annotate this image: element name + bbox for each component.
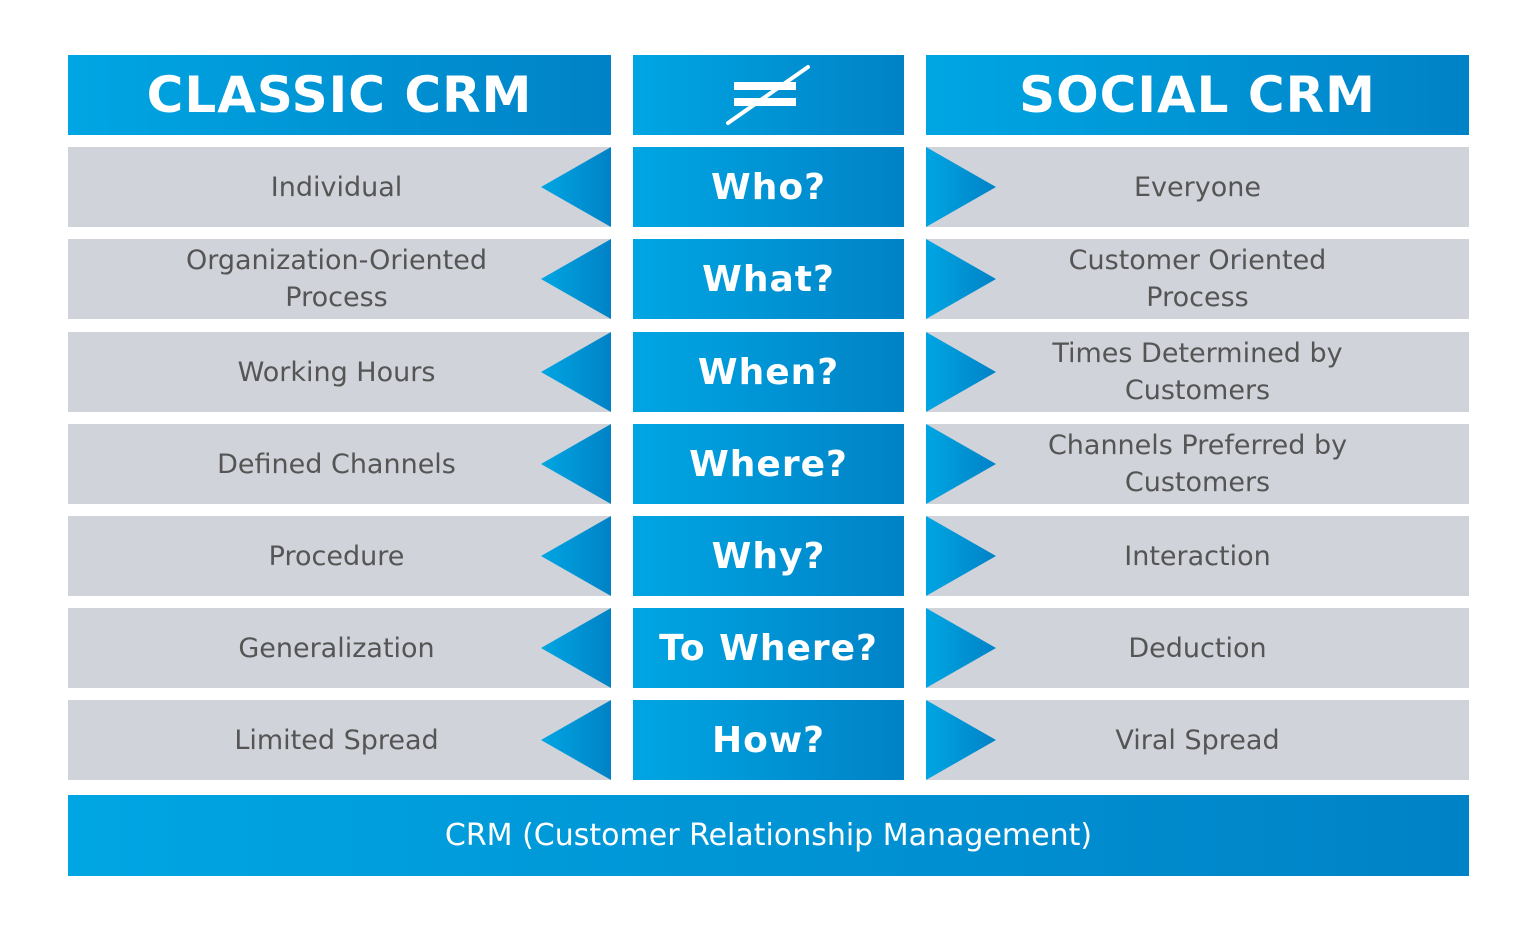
- classic-value: Generalization: [238, 632, 435, 664]
- classic-value: Individual: [270, 171, 403, 203]
- question-label: How?: [711, 719, 825, 761]
- question-box: Where?: [633, 424, 904, 504]
- social-cell: Viral Spread: [926, 700, 1469, 780]
- classic-cell: Procedure: [68, 516, 611, 596]
- question-box: Why?: [633, 516, 904, 596]
- comparison-header: [633, 55, 904, 135]
- social-crm-title: SOCIAL CRM: [1019, 66, 1376, 124]
- social-value: Deduction: [1128, 632, 1267, 664]
- social-value: Channels Preferred by Customers: [1047, 430, 1348, 498]
- comparison-row: Individual Who? Everyone: [68, 147, 1469, 227]
- question-box: To Where?: [633, 608, 904, 688]
- crm-footer-banner: CRM (Customer Relationship Management): [68, 795, 1469, 876]
- question-box: How?: [633, 700, 904, 780]
- classic-value: Working Hours: [237, 356, 436, 388]
- classic-cell: Defined Channels: [68, 424, 611, 504]
- question-label: Who?: [711, 166, 826, 208]
- comparison-row: Limited Spread How? Viral Spread: [68, 700, 1469, 780]
- social-value: Everyone: [1134, 171, 1261, 203]
- comparison-row: Defined Channels Where? Channels Preferr…: [68, 424, 1469, 504]
- classic-crm-header: CLASSIC CRM: [68, 55, 611, 135]
- social-cell: Interaction: [926, 516, 1469, 596]
- question-label: What?: [702, 258, 835, 300]
- footer-label: CRM (Customer Relationship Management): [444, 818, 1093, 853]
- social-value: Times Determined by Customers: [1052, 338, 1343, 406]
- social-cell: Channels Preferred by Customers: [926, 424, 1469, 504]
- classic-value: Limited Spread: [234, 724, 439, 756]
- question-label: Why?: [711, 535, 826, 577]
- comparison-row: Generalization To Where? Deduction: [68, 608, 1469, 688]
- social-crm-header: SOCIAL CRM: [926, 55, 1469, 135]
- question-box: When?: [633, 332, 904, 412]
- social-value: Customer Oriented Process: [1068, 245, 1327, 313]
- social-cell: Times Determined by Customers: [926, 332, 1469, 412]
- classic-cell: Organization-Oriented Process: [68, 239, 611, 319]
- classic-cell: Limited Spread: [68, 700, 611, 780]
- question-label: To Where?: [659, 627, 878, 669]
- social-value: Viral Spread: [1115, 724, 1280, 756]
- comparison-row: Working Hours When? Times Determined by …: [68, 332, 1469, 412]
- classic-crm-title: CLASSIC CRM: [146, 66, 533, 124]
- question-box: Who?: [633, 147, 904, 227]
- social-cell: Everyone: [926, 147, 1469, 227]
- social-value: Interaction: [1124, 540, 1271, 572]
- not-equal-icon: [724, 64, 814, 126]
- classic-cell: Generalization: [68, 608, 611, 688]
- question-box: What?: [633, 239, 904, 319]
- classic-value: Procedure: [268, 540, 405, 572]
- classic-value: Organization-Oriented Process: [185, 245, 488, 313]
- classic-cell: Individual: [68, 147, 611, 227]
- question-label: Where?: [689, 443, 848, 485]
- classic-value: Defined Channels: [217, 448, 456, 480]
- comparison-row: Procedure Why? Interaction: [68, 516, 1469, 596]
- comparison-row: Organization-Oriented Process What? Cust…: [68, 239, 1469, 319]
- classic-cell: Working Hours: [68, 332, 611, 412]
- social-cell: Customer Oriented Process: [926, 239, 1469, 319]
- social-cell: Deduction: [926, 608, 1469, 688]
- question-label: When?: [697, 351, 840, 393]
